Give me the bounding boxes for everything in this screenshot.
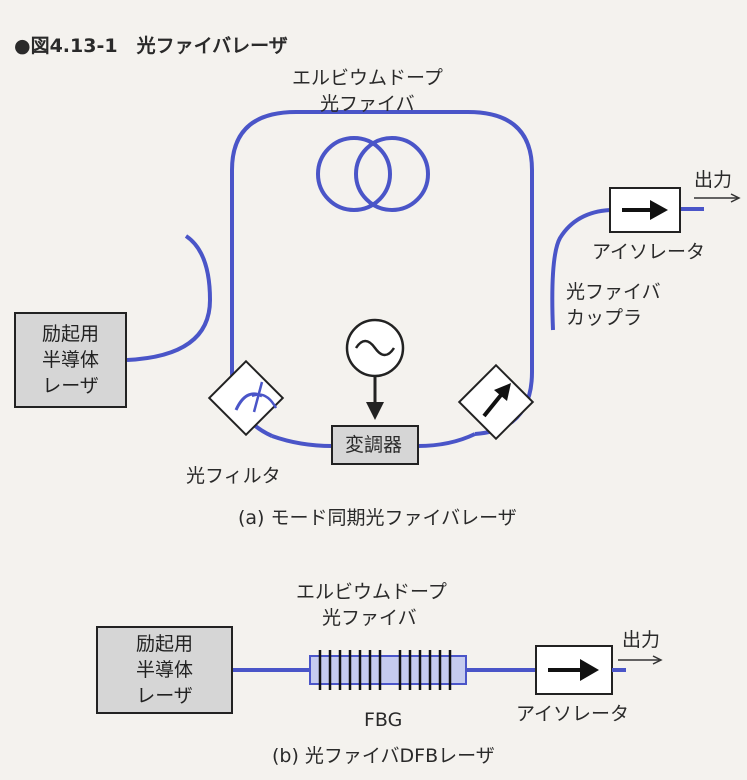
- edf-label-a-line2: 光ファイバ: [320, 93, 415, 115]
- edf-label-a-line1: エルビウムドープ: [292, 67, 443, 89]
- coupler-label-line2: カップラ: [566, 307, 643, 329]
- output-label-b: 出力: [622, 629, 661, 651]
- fbg-body: [309, 655, 467, 685]
- fbg-label: FBG: [364, 709, 403, 731]
- output-coupler-fiber: [550, 208, 611, 331]
- output-label-a: 出力: [694, 169, 733, 191]
- caption-a: (a) モード同期光ファイバレーザ: [238, 507, 517, 529]
- isolator-arrowhead-a: [650, 200, 668, 220]
- edf-label-b-line2: 光ファイバ: [322, 607, 417, 629]
- pump-laser-box-a: 励起用 半導体 レーザ: [14, 312, 127, 408]
- output-arrowhead-a: [730, 193, 741, 203]
- pump-label-b-line1: 励起用: [135, 633, 193, 655]
- figure-title: ●図4.13-1 光ファイバレーザ: [14, 35, 288, 57]
- pump-label-a-line2: 半導体: [41, 349, 99, 371]
- pump-label-a-line3: レーザ: [42, 375, 99, 397]
- pump-label-b-line3: レーザ: [136, 685, 193, 707]
- fiber-coil-left: [316, 136, 392, 212]
- edf-label-b-line1: エルビウムドープ: [296, 581, 447, 603]
- ring-bottom-right-fiber: [417, 432, 476, 448]
- pump-coupler-fiber: [126, 234, 213, 362]
- coupler-label-line1: 光ファイバ: [566, 281, 661, 303]
- pump-label-a-line1: 励起用: [41, 323, 99, 345]
- isolator-label-a: アイソレータ: [592, 241, 706, 263]
- fbg-gratings: [318, 650, 452, 690]
- modulator-label: 変調器: [345, 434, 403, 456]
- oscillator-arrowhead: [366, 402, 384, 420]
- filter-fiber-mark: [251, 381, 278, 413]
- caption-b: (b) 光ファイバDFBレーザ: [272, 745, 495, 767]
- isolator-arrowhead-b: [580, 659, 599, 681]
- pump-laser-box-b: 励起用 半導体 レーザ: [96, 626, 233, 714]
- oscillator-sine: [354, 339, 396, 357]
- ring-isolator-arrowhead: [494, 383, 511, 401]
- ring-bottom-left-fiber: [271, 434, 333, 448]
- filter-label: 光フィルタ: [186, 465, 281, 487]
- pump-label-b-line2: 半導体: [135, 659, 193, 681]
- output-arrowhead-b: [652, 655, 663, 665]
- isolator-label-b: アイソレータ: [516, 703, 630, 725]
- ring-isolator-arrow-line: [482, 393, 503, 418]
- modulator-box: [331, 425, 419, 465]
- fiber-coil-right: [354, 136, 430, 212]
